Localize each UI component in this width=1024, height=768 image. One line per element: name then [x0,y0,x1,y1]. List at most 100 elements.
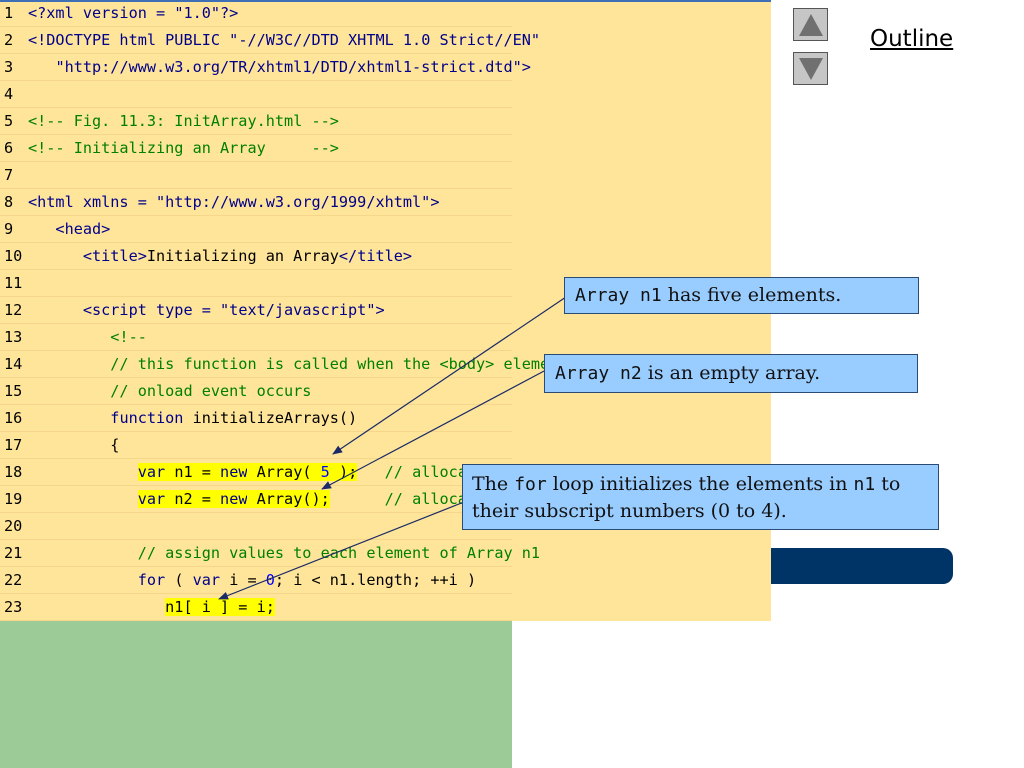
callout-text: is an empty array. [641,362,821,384]
line-number: 19 [4,490,23,508]
code-token [28,409,110,427]
previous-slide-button[interactable] [793,8,828,41]
line-number: 12 [4,301,23,319]
code-token: 5 [320,463,330,481]
code-text: { [28,432,119,459]
code-token: "-//W3C//DTD XHTML 1.0 Strict//EN" [229,31,541,49]
top-rule [0,0,771,2]
code-token: new [220,463,248,481]
code-token: function [110,409,184,427]
code-token: "1.0" [174,4,221,22]
code-token: <title> [28,247,147,265]
line-number: 5 [4,112,14,130]
code-token: <html xmlns = [28,193,157,211]
line-number: 16 [4,409,23,427]
code-text: <?xml version = "1.0"?> [28,0,238,27]
code-text: <head> [28,216,110,243]
callout-code: Array n1 [575,285,662,306]
code-token: <script type = [28,301,221,319]
code-text: n1[ i ] = i; [28,594,275,621]
code-text: <!-- Fig. 11.3: InitArray.html --> [28,108,339,135]
code-token: > [430,193,440,211]
code-token [28,490,138,508]
code-text: <html xmlns = "http://www.w3.org/1999/xh… [28,189,439,216]
code-token: { [28,436,120,454]
line-number: 9 [4,220,14,238]
code-text: <!DOCTYPE html PUBLIC "-//W3C//DTD XHTML… [28,27,540,54]
code-token: > [375,301,385,319]
code-text: <title>Initializing an Array</title> [28,243,412,270]
code-token: Array( [247,463,321,481]
line-number: 10 [4,247,23,265]
code-token [28,463,138,481]
line-number: 3 [4,58,14,76]
line-number: 13 [4,328,23,346]
code-token: <!-- Fig. 11.3: InitArray.html --> [28,112,339,130]
code-token: n1[ i ] = i; [165,598,275,616]
code-text: var n1 = new Array( 5 ); // allocate 5 [28,459,504,486]
callout-text: loop initializes the elements in [546,473,854,495]
code-token: <?xml version = [28,4,175,22]
code-token: new [220,490,248,508]
code-token: "http://www.w3.org/1999/xhtml" [156,193,431,211]
code-token: "text/javascript" [220,301,376,319]
code-token: <!DOCTYPE html PUBLIC [28,31,230,49]
callout-code: Array n2 [555,363,642,384]
code-text: for ( var i = 0; i < n1.length; ++i ) [28,567,476,594]
code-token: ); [329,463,358,481]
code-text: function initializeArrays() [28,405,357,432]
code-token: var [192,571,221,589]
code-token: <!-- Initializing an Array --> [28,139,339,157]
accent-bar [771,548,953,584]
code-token: n1 = [165,463,221,481]
outline-link[interactable]: Outline [870,26,954,52]
line-number: 22 [4,571,23,589]
code-token: initializeArrays() [183,409,358,427]
line-number: 14 [4,355,23,373]
code-token: Array(); [247,490,330,508]
line-number: 7 [4,166,14,184]
code-token: Initializing an Array [146,247,339,265]
code-token: </title> [338,247,413,265]
green-background-block [0,620,512,768]
callout-text: The [472,473,515,495]
line-number: 15 [4,382,23,400]
code-text: <!-- [28,324,147,351]
line-number: 20 [4,517,23,535]
code-token: // onload event occurs [28,382,312,400]
code-text: // assign values to each element of Arra… [28,540,540,567]
callout-code: n1 [853,474,876,495]
code-token: ?> [220,4,239,22]
code-token: n2 = [165,490,221,508]
code-token: <head> [28,220,111,238]
code-token [28,571,138,589]
code-token: i = [220,571,266,589]
code-token: var [137,490,166,508]
up-triangle-icon [798,13,823,36]
callout-text: has five elements. [661,284,842,306]
line-number: 21 [4,544,23,562]
code-text: // this function is called when the <bod… [28,351,586,378]
down-triangle-icon [798,57,823,80]
line-number: 18 [4,463,23,481]
callout-code: for [514,474,547,495]
line-number: 17 [4,436,23,454]
code-token: var [137,463,166,481]
code-text: var n2 = new Array(); // allocate [28,486,485,513]
code-token [28,598,165,616]
code-token [28,58,55,76]
next-slide-button[interactable] [793,52,828,85]
code-token: ; i < n1.length; ++i ) [274,571,477,589]
callout-array-n2: Array n2 is an empty array. [544,354,918,393]
code-token: <!-- [28,328,147,346]
code-token: for [137,571,166,589]
code-token: ( [165,571,193,589]
line-number: 23 [4,598,23,616]
code-token: // this function is called when the <bod… [28,355,586,373]
code-text: <script type = "text/javascript"> [28,297,385,324]
callout-array-n1: Array n1 has five elements. [564,277,919,314]
line-number: 2 [4,31,14,49]
code-token: 0 [265,571,275,589]
code-text: // onload event occurs [28,378,311,405]
callout-text: to their subscript numbers (0 to 4). [472,473,901,522]
